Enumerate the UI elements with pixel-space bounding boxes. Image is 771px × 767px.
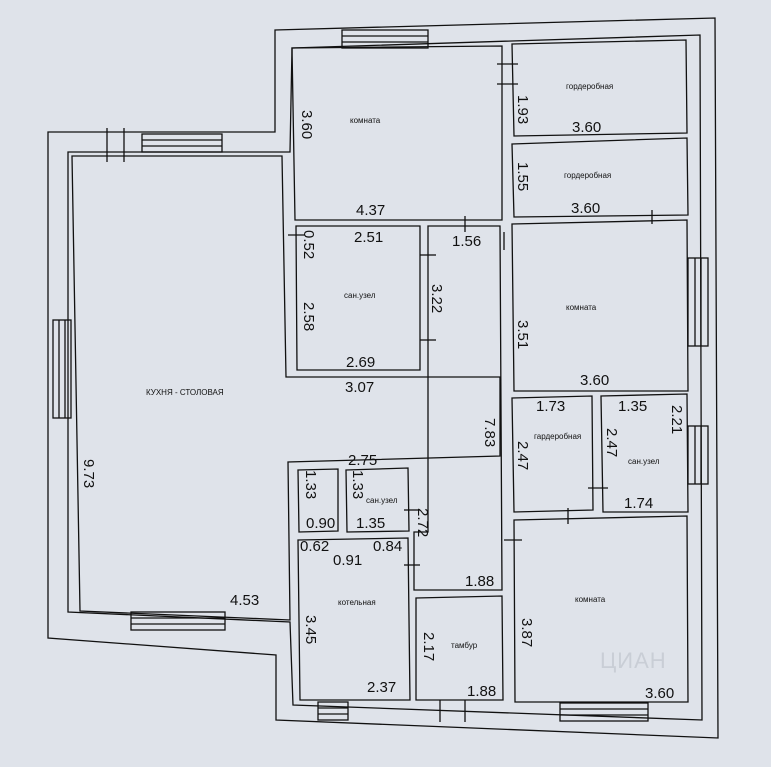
dim-2-47-a: 2.47 xyxy=(514,441,531,471)
bath-1 xyxy=(295,225,421,371)
dim-1-33-a: 1.33 xyxy=(302,470,319,500)
dim-2-21: 2.21 xyxy=(668,405,685,435)
room-right xyxy=(511,219,689,392)
dim-1-56: 1.56 xyxy=(452,233,482,250)
room-label-top: комната xyxy=(350,116,381,125)
vestibule-room xyxy=(415,595,504,701)
dim-3-60-d: 3.60 xyxy=(580,372,610,389)
dim-3-60-c: 3.60 xyxy=(571,200,601,217)
dim-3-45: 3.45 xyxy=(302,615,319,645)
dim-2-58: 2.58 xyxy=(300,302,317,332)
dim-1-88-a: 1.88 xyxy=(465,573,495,590)
wardrobe-2 xyxy=(511,137,689,218)
dim-0-52: 0.52 xyxy=(300,230,317,260)
closet-small xyxy=(297,468,339,533)
dim-2-47-b: 2.47 xyxy=(603,428,620,458)
dim-1-55: 1.55 xyxy=(514,162,531,192)
dim-3-87: 3.87 xyxy=(518,618,535,648)
room-label-vestibule: тамбур xyxy=(451,641,478,650)
room-label-wardrobe-3: гардеробная xyxy=(534,432,582,441)
dim-0-62: 0.62 xyxy=(300,538,330,555)
outer-wall-outer xyxy=(47,17,719,739)
wardrobe-1 xyxy=(511,39,688,137)
dim-1-33-b: 1.33 xyxy=(349,470,366,500)
dim-2-69: 2.69 xyxy=(346,354,376,371)
room-bottom xyxy=(513,515,689,703)
room-top xyxy=(291,45,503,221)
dim-1-93: 1.93 xyxy=(514,95,531,125)
dim-2-37: 2.37 xyxy=(367,679,397,696)
windows xyxy=(52,29,709,722)
dim-0-90: 0.90 xyxy=(306,515,336,532)
watermark: ЦИАН xyxy=(600,648,667,673)
room-label-bath-2: сан.узел xyxy=(366,496,398,505)
dim-3-22: 3.22 xyxy=(428,284,445,314)
dim-4-37: 4.37 xyxy=(356,202,386,219)
dim-3-60-a: 3.60 xyxy=(298,110,315,140)
dim-3-51: 3.51 xyxy=(514,320,531,350)
boiler-room xyxy=(297,537,411,701)
room-label-bottom: комната xyxy=(575,595,606,604)
dim-0-84: 0.84 xyxy=(373,538,403,555)
dim-2-72: 2.72 xyxy=(414,508,431,538)
dim-3-07: 3.07 xyxy=(345,379,375,396)
room-label-boiler: котельная xyxy=(338,598,376,607)
room-label-wardrobe-2: гордеробная xyxy=(564,171,612,180)
room-label-wardrobe-1: гордеробная xyxy=(566,82,614,91)
bath-3 xyxy=(600,393,689,513)
door-marks xyxy=(106,63,653,722)
dim-1-74: 1.74 xyxy=(624,495,654,512)
dim-2-17: 2.17 xyxy=(420,632,437,662)
room-label-bath-1: сан.узел xyxy=(344,291,376,300)
dim-3-60-e: 3.60 xyxy=(645,685,675,702)
dim-2-75: 2.75 xyxy=(348,452,378,469)
dim-7-83: 7.83 xyxy=(481,418,498,448)
room-label-kitchen: КУХНЯ - СТОЛОВАЯ xyxy=(146,388,224,397)
corridor xyxy=(413,225,503,591)
dim-1-35-b: 1.35 xyxy=(356,515,386,532)
dim-4-53: 4.53 xyxy=(230,592,260,609)
kitchen-room xyxy=(71,155,501,621)
dim-1-35: 1.35 xyxy=(618,398,648,415)
dim-1-88-b: 1.88 xyxy=(467,683,497,700)
dim-9-73: 9.73 xyxy=(80,459,97,489)
dim-1-73: 1.73 xyxy=(536,398,566,415)
room-label-bath-3: сан.узел xyxy=(628,457,660,466)
dim-3-60-b: 3.60 xyxy=(572,119,602,136)
wardrobe-3 xyxy=(511,395,594,513)
dim-0-91: 0.91 xyxy=(333,552,363,569)
bath-2 xyxy=(345,467,410,533)
dim-2-51: 2.51 xyxy=(354,229,384,246)
room-label-right: комната xyxy=(566,303,597,312)
